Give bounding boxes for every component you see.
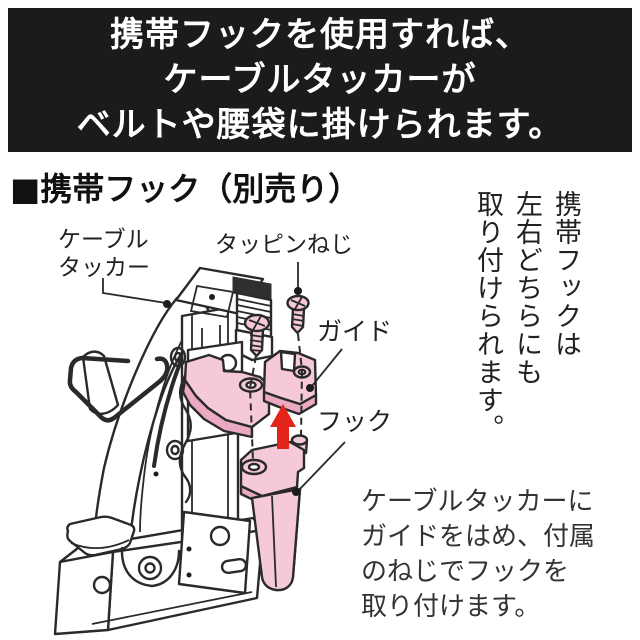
cable-tacker-drawing [53,266,274,636]
bottom-note: ケーブルタッカーに ガイドをはめ、付属 のねじでフックを 取り付けます。 [361,487,596,622]
section-title: ■携帯フック（別売り） [10,170,361,208]
label-cable-tacker: ケーブル タッカー [58,227,150,281]
up-arrow [270,404,296,449]
label-tapping-screw: タッピンねじ [215,232,353,258]
header-banner-text: 携帯フックを使用すれば、 ケーブルタッカーが ベルトや腰袋に掛けられます。 [76,14,564,145]
tapping-screw-left [243,313,271,358]
hook-part [239,434,309,592]
header-banner: 携帯フックを使用すれば、 ケーブルタッカーが ベルトや腰袋に掛けられます。 [8,8,632,152]
label-hook: フック [317,407,393,436]
guide-part [262,349,318,416]
assembly-dashed-lines [248,333,304,461]
side-note-vertical: 携帯フックは 左右どちらにも 取り付けられます。 [472,190,581,442]
label-guide: ガイド [317,317,393,346]
leader-lines [102,262,346,496]
tapping-screw-right [286,294,310,335]
